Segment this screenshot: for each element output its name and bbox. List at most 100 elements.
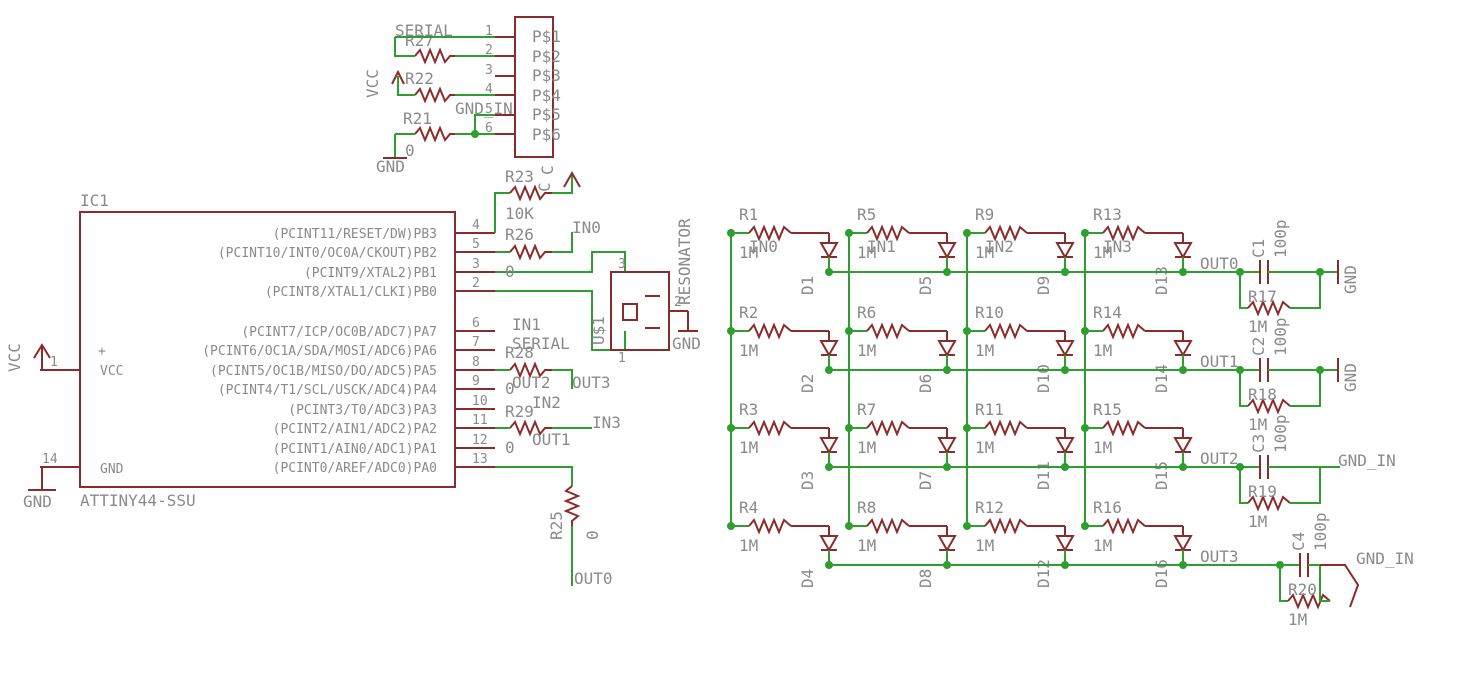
svg-text:C: C — [535, 182, 554, 192]
res-label: R12 — [975, 498, 1004, 517]
resonator[interactable]: 3 1 2 RESONATOR U$1 GND — [589, 218, 701, 366]
svg-text:R23: R23 — [505, 167, 534, 186]
svg-text:U$1: U$1 — [589, 316, 608, 345]
res-label: R11 — [975, 400, 1004, 419]
sensor-matrix: R11MD1R51MD5R91MD9R131MD13OUT0R21MD2R61M… — [727, 205, 1240, 588]
ic1-vcc-inner: VCC — [100, 364, 123, 379]
diode-label: D11 — [1034, 461, 1053, 490]
col-in-label: IN2 — [985, 237, 1014, 256]
svg-text:100p: 100p — [1311, 512, 1330, 551]
r21-label: R21 — [403, 109, 432, 128]
svg-text:C3: C3 — [1249, 434, 1268, 453]
svg-text:1: 1 — [50, 355, 58, 370]
svg-text:R18: R18 — [1248, 385, 1277, 404]
svg-text:GND: GND — [23, 492, 52, 511]
svg-text:4: 4 — [485, 82, 493, 97]
res-value: 1M — [857, 341, 876, 360]
svg-text:(PCINT6/OC1A/SDA/MOSI/ADC6)PA6: (PCINT6/OC1A/SDA/MOSI/ADC6)PA6 — [202, 344, 437, 359]
ic1-symbol[interactable]: IC1 ATTINY44-SSU GND VCC + (PCINT11/RESE… — [40, 191, 495, 510]
ic-gnd-symbol: GND — [23, 467, 56, 511]
svg-text:11: 11 — [472, 413, 488, 428]
svg-text:(PCINT0/AREF/ADC0)PA0: (PCINT0/AREF/ADC0)PA0 — [273, 461, 437, 476]
header-vcc: VCC — [363, 69, 382, 98]
svg-text:SERIAL: SERIAL — [512, 334, 570, 353]
res-label: R5 — [857, 205, 876, 224]
svg-text:C: C — [538, 165, 557, 175]
diode-label: D7 — [916, 471, 935, 490]
svg-text:6: 6 — [485, 121, 493, 136]
svg-text:OUT1: OUT1 — [532, 430, 571, 449]
header-gnd-in: GND_IN — [455, 99, 513, 118]
svg-text:(PCINT1/AIN0/ADC1)PA1: (PCINT1/AIN0/ADC1)PA1 — [273, 442, 437, 457]
row-out-label: OUT0 — [1200, 254, 1239, 273]
col-in-label: IN0 — [749, 237, 778, 256]
diode-label: D13 — [1152, 266, 1171, 295]
svg-text:C1: C1 — [1249, 239, 1268, 258]
svg-text:GND: GND — [1341, 363, 1360, 392]
res-label: R13 — [1093, 205, 1122, 224]
matrix-cell-r11: R11 1M D11 — [967, 400, 1075, 490]
diode-label: D14 — [1152, 364, 1171, 393]
svg-text:OUT3: OUT3 — [572, 373, 611, 392]
r27-label: R27 — [405, 31, 434, 50]
svg-text:3: 3 — [472, 257, 480, 272]
ic1-plus: + — [98, 344, 106, 359]
svg-text:2: 2 — [472, 276, 480, 291]
row-out-label: OUT1 — [1200, 352, 1239, 371]
svg-text:0: 0 — [583, 530, 602, 540]
row-out-label: OUT3 — [1200, 547, 1239, 566]
svg-text:(PCINT10/INT0/OC0A/CKOUT)PB2: (PCINT10/INT0/OC0A/CKOUT)PB2 — [218, 246, 437, 261]
header-resistors — [383, 36, 495, 159]
diode-label: D6 — [916, 374, 935, 393]
res-value: 1M — [857, 438, 876, 457]
svg-text:100p: 100p — [1271, 317, 1290, 356]
svg-text:R28: R28 — [505, 343, 534, 362]
svg-text:P$3: P$3 — [532, 66, 561, 85]
svg-text:7: 7 — [472, 335, 480, 350]
svg-text:OUT2: OUT2 — [512, 373, 551, 392]
diode-label: D15 — [1152, 461, 1171, 490]
res-label: R9 — [975, 205, 994, 224]
svg-text:1M: 1M — [1248, 317, 1267, 336]
svg-text:IN2: IN2 — [532, 393, 561, 412]
svg-text:10: 10 — [472, 394, 488, 409]
res-value: 1M — [975, 243, 994, 262]
svg-text:R19: R19 — [1248, 482, 1277, 501]
res-value: 1M — [739, 341, 758, 360]
res-value: 1M — [739, 438, 758, 457]
svg-text:P$4: P$4 — [532, 86, 561, 105]
svg-text:P$5: P$5 — [532, 105, 561, 124]
res-label: R4 — [739, 498, 758, 517]
svg-text:100p: 100p — [1271, 219, 1290, 258]
diode-label: D9 — [1034, 276, 1053, 295]
svg-text:6: 6 — [472, 316, 480, 331]
col-in-label: IN1 — [867, 237, 896, 256]
svg-text:1M: 1M — [1248, 415, 1267, 434]
header-gnd: GND — [376, 157, 405, 176]
svg-text:OUT0: OUT0 — [574, 569, 613, 588]
res-value: 1M — [975, 438, 994, 457]
svg-text:R29: R29 — [505, 402, 534, 421]
header-connector[interactable]: 1 2 3 4 5 6 P$1 P$2 P$3 P$4 P$5 P$6 C — [485, 16, 561, 175]
svg-text:5: 5 — [485, 102, 493, 117]
res-label: R15 — [1093, 400, 1122, 419]
ic1-ref: IC1 — [80, 191, 109, 210]
col-in-label: IN3 — [1103, 237, 1132, 256]
svg-text:1M: 1M — [1248, 512, 1267, 531]
svg-text:IN1: IN1 — [512, 315, 541, 334]
svg-text:12: 12 — [472, 433, 488, 448]
svg-text:1: 1 — [618, 351, 626, 366]
svg-text:8: 8 — [472, 355, 480, 370]
res-label: R16 — [1093, 498, 1122, 517]
res-value: 1M — [975, 536, 994, 555]
